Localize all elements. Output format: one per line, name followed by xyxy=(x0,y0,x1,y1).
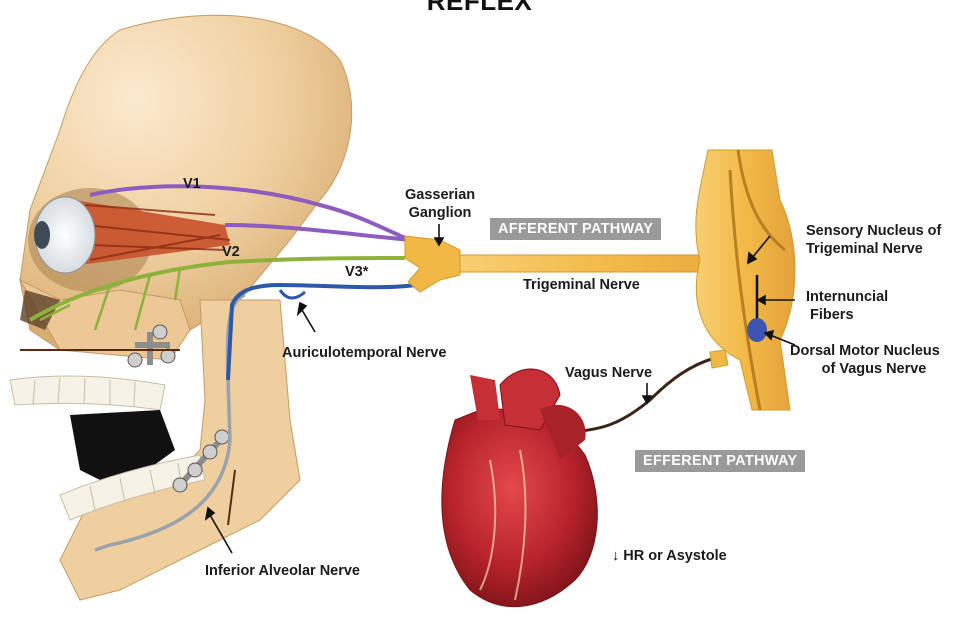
dorsal-label-line1: Dorsal Motor Nucleus xyxy=(790,342,958,360)
gasserian-ganglion xyxy=(405,236,460,292)
gasserian-label-line2: Ganglion xyxy=(405,204,475,222)
efferent-pathway-badge: EFFERENT PATHWAY xyxy=(635,450,805,472)
auriculotemporal-nerve-label: Auriculotemporal Nerve xyxy=(282,344,446,362)
hr-asystole-label: ↓ HR or Asystole xyxy=(612,547,727,565)
auriculotemporal-branch xyxy=(280,290,305,298)
sensory-nucleus-label: Sensory Nucleus of Trigeminal Nerve xyxy=(806,222,941,258)
gasserian-label-line1: Gasserian xyxy=(405,186,475,204)
dorsal-motor-nucleus-label: Dorsal Motor Nucleus of Vagus Nerve xyxy=(790,342,958,378)
afferent-pathway-badge: AFFERENT PATHWAY xyxy=(490,218,661,240)
trigeminal-nerve-label: Trigeminal Nerve xyxy=(523,276,640,294)
internuncial-label-line1: Internuncial xyxy=(806,288,888,306)
gasserian-ganglion-label: Gasserian Ganglion xyxy=(405,186,475,222)
dorsal-motor-nucleus xyxy=(747,318,767,342)
heart xyxy=(442,369,598,607)
internuncial-label-line2: Fibers xyxy=(806,306,888,324)
vagus-nerve-label: Vagus Nerve xyxy=(565,364,652,382)
internuncial-fibers-label: Internuncial Fibers xyxy=(806,288,888,324)
upper-teeth xyxy=(10,376,165,410)
sensory-label-line1: Sensory Nucleus of xyxy=(806,222,941,240)
inferior-alveolar-nerve-label: Inferior Alveolar Nerve xyxy=(205,562,360,580)
v1-label: V1 xyxy=(183,176,201,192)
v3-label: V3* xyxy=(345,264,368,280)
sensory-label-line2: Trigeminal Nerve xyxy=(806,240,941,258)
dorsal-label-line2: of Vagus Nerve xyxy=(790,360,958,378)
diagram-title: REFLEX xyxy=(0,0,959,17)
v2-label: V2 xyxy=(222,244,240,260)
